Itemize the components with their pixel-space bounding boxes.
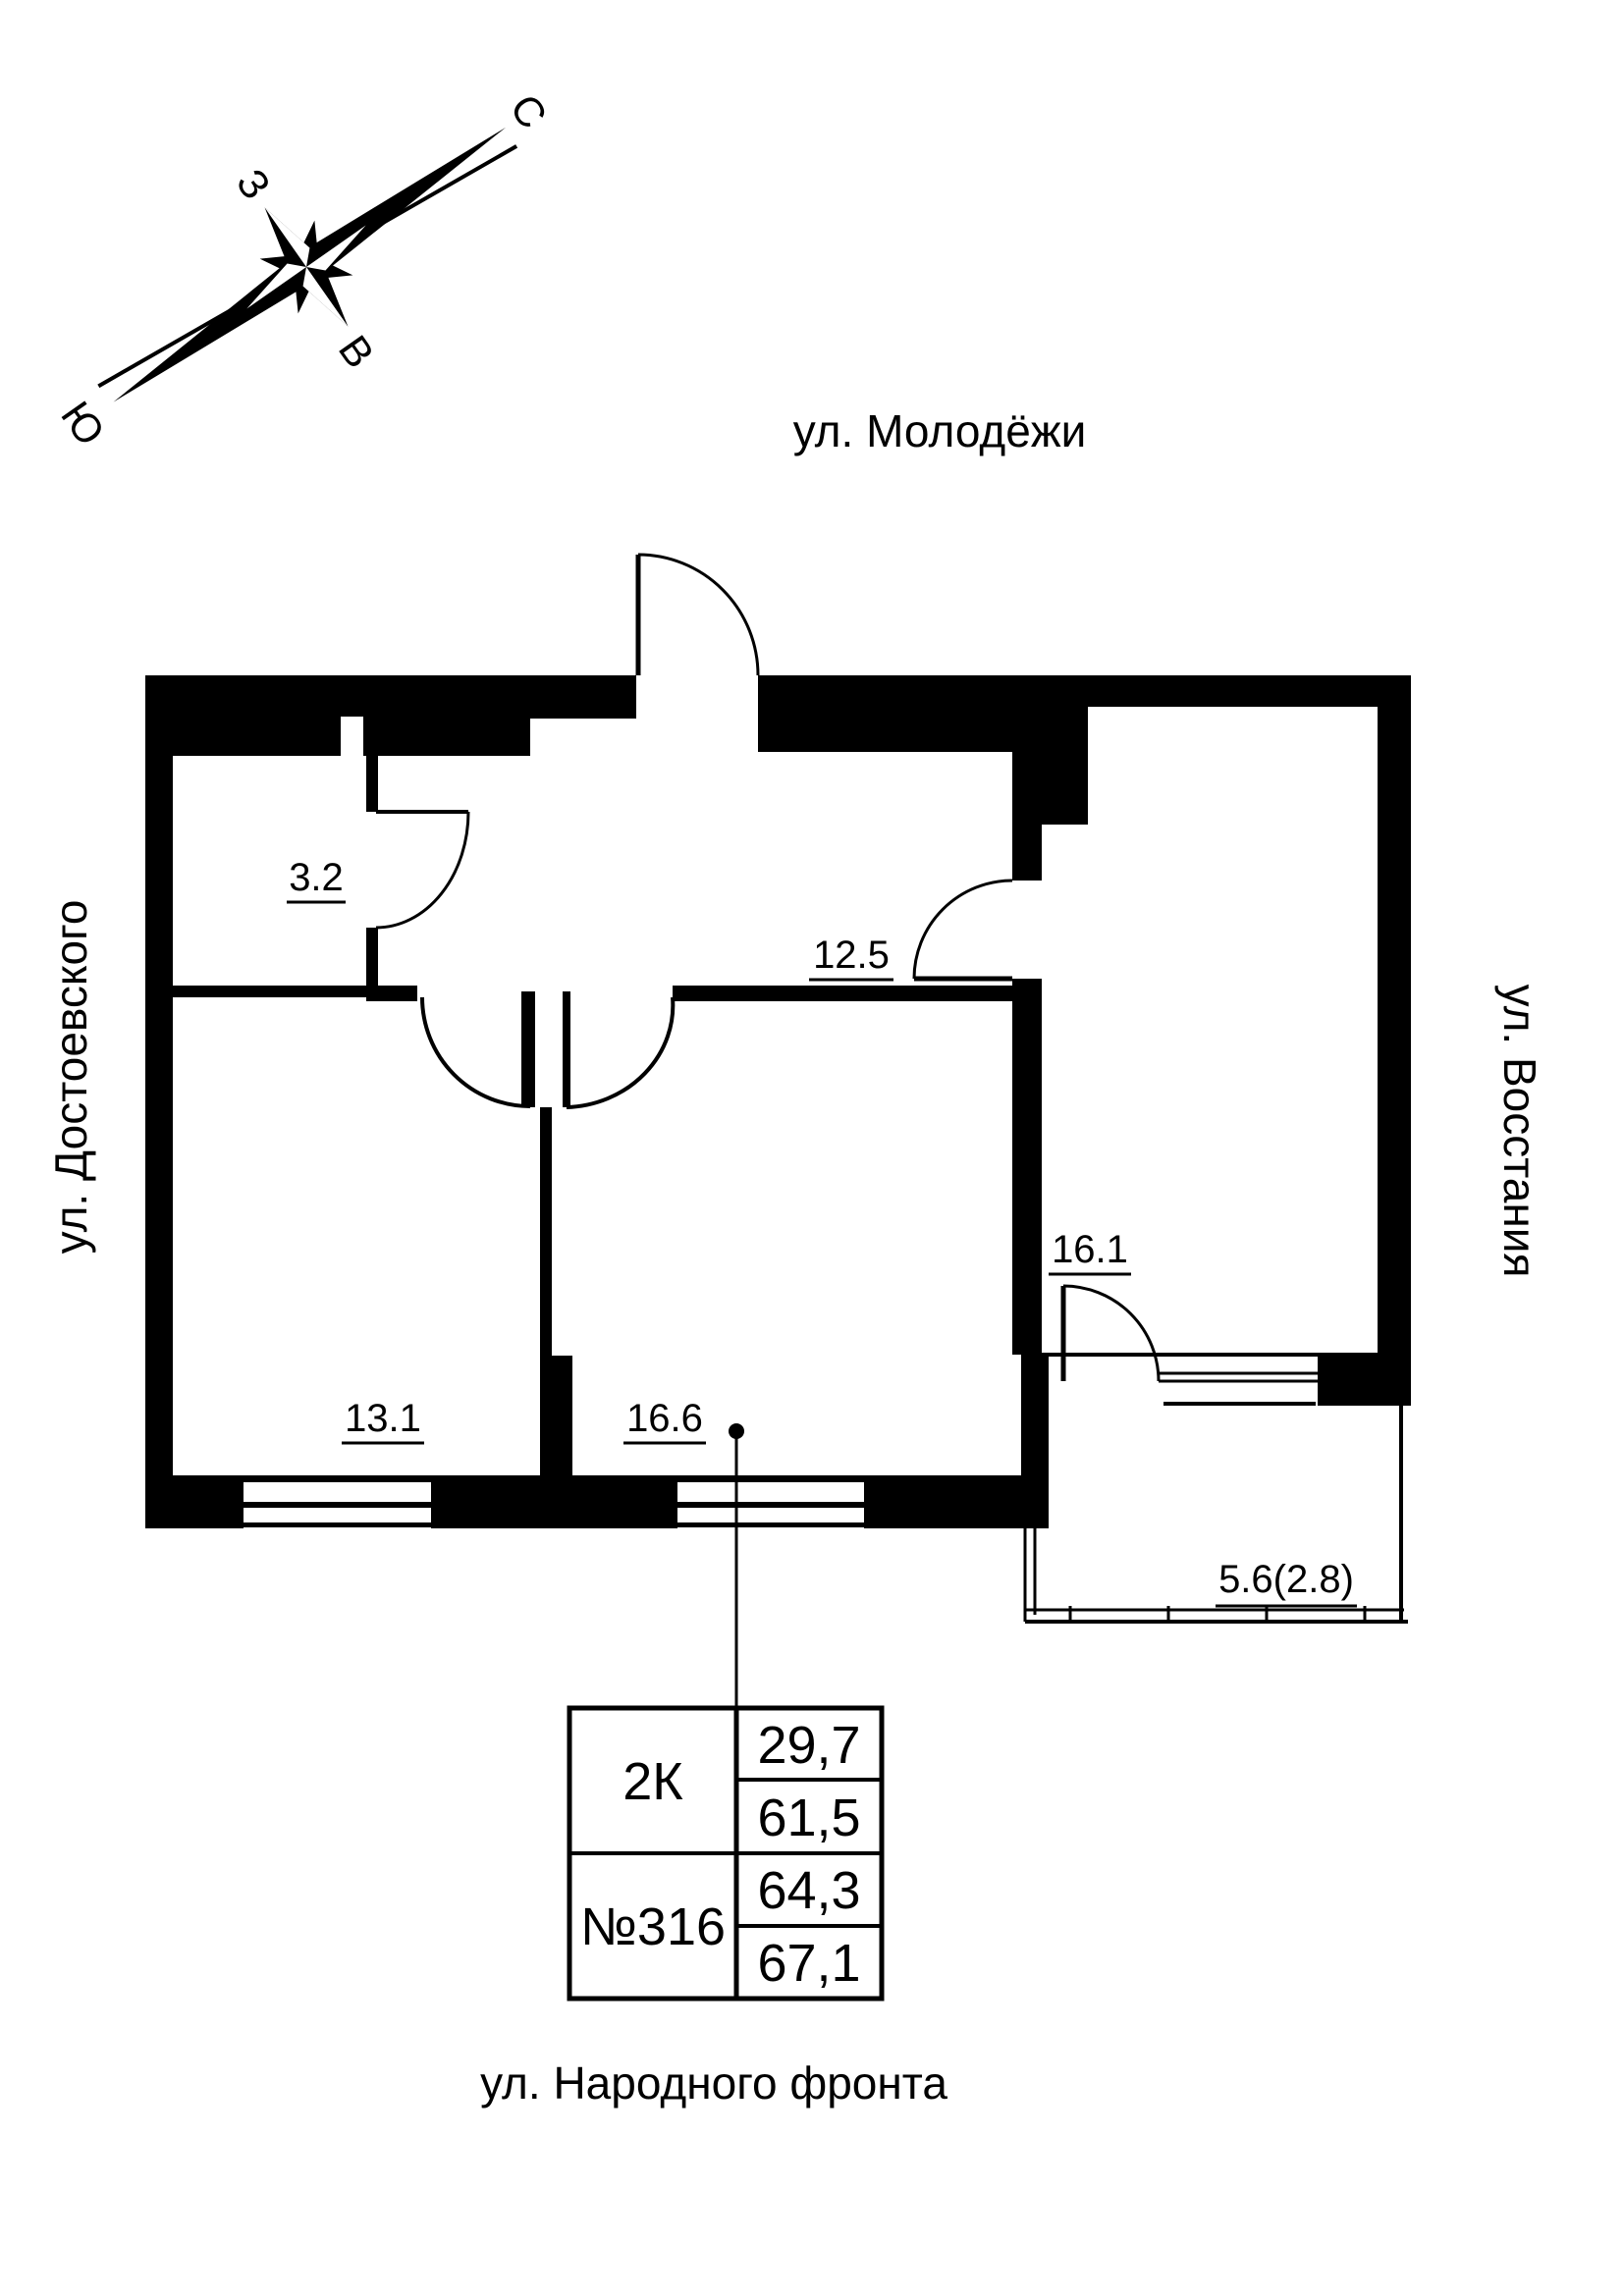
storage-door (375, 810, 470, 930)
apartment-info-table: 2К №316 29,7 61,5 64,3 67,1 (567, 1705, 885, 2002)
area-value-total: 67,1 (757, 1934, 860, 1993)
compass-label-east: В (330, 327, 384, 376)
room-label-balcony: 5.6(2.8) (1216, 1558, 1357, 1608)
compass-label-north: С (502, 85, 557, 136)
room-label-16-6: 16.6 (623, 1397, 706, 1445)
svg-text:3.2: 3.2 (289, 856, 344, 899)
area-value-base: 61,5 (757, 1789, 860, 1847)
room-label-hall: 12.5 (809, 934, 893, 982)
apartment-number: №316 (580, 1897, 726, 1956)
windows (243, 1353, 1318, 1527)
doors (375, 553, 1161, 1382)
street-label-top: ул. Молодёжи (793, 405, 1087, 456)
compass-star-icon (246, 207, 366, 327)
room-area-labels: 3.2 12.5 16.1 13.1 16.6 5.6(2.8) (287, 856, 1357, 1608)
apartment-type: 2К (622, 1752, 683, 1811)
svg-text:5.6(2.8): 5.6(2.8) (1218, 1558, 1354, 1601)
room-label-storage: 3.2 (287, 856, 346, 904)
compass-label-west: З (228, 161, 280, 208)
svg-text:16.1: 16.1 (1052, 1228, 1128, 1271)
street-label-right: ул. Восстания (1494, 985, 1545, 1278)
balcony-glazing (1023, 1406, 1408, 1624)
room-label-13-1: 13.1 (342, 1397, 424, 1445)
svg-text:16.6: 16.6 (626, 1397, 703, 1440)
area-value-living: 29,7 (757, 1716, 860, 1775)
window-room-16-6 (677, 1475, 864, 1527)
window-room-13 (243, 1475, 431, 1527)
compass-rose: С Ю З В (52, 85, 557, 454)
window-room-16-1 (1042, 1353, 1318, 1406)
room-16-6-door (566, 996, 676, 1109)
compass-label-south: Ю (52, 393, 114, 454)
walls (145, 675, 1411, 1528)
leader-line (729, 1423, 744, 1708)
svg-text:12.5: 12.5 (813, 934, 890, 977)
street-label-bottom: ул. Народного фронта (480, 2057, 947, 2109)
room-16-1-door (912, 879, 1013, 982)
street-label-left: ул. Достоевского (45, 900, 96, 1255)
svg-text:13.1: 13.1 (345, 1397, 421, 1440)
balcony-door (1060, 1284, 1161, 1382)
room-13-door (420, 996, 531, 1108)
area-value-reduced: 64,3 (757, 1861, 860, 1920)
room-label-16-1: 16.1 (1049, 1228, 1131, 1276)
entrance-door (635, 553, 760, 676)
